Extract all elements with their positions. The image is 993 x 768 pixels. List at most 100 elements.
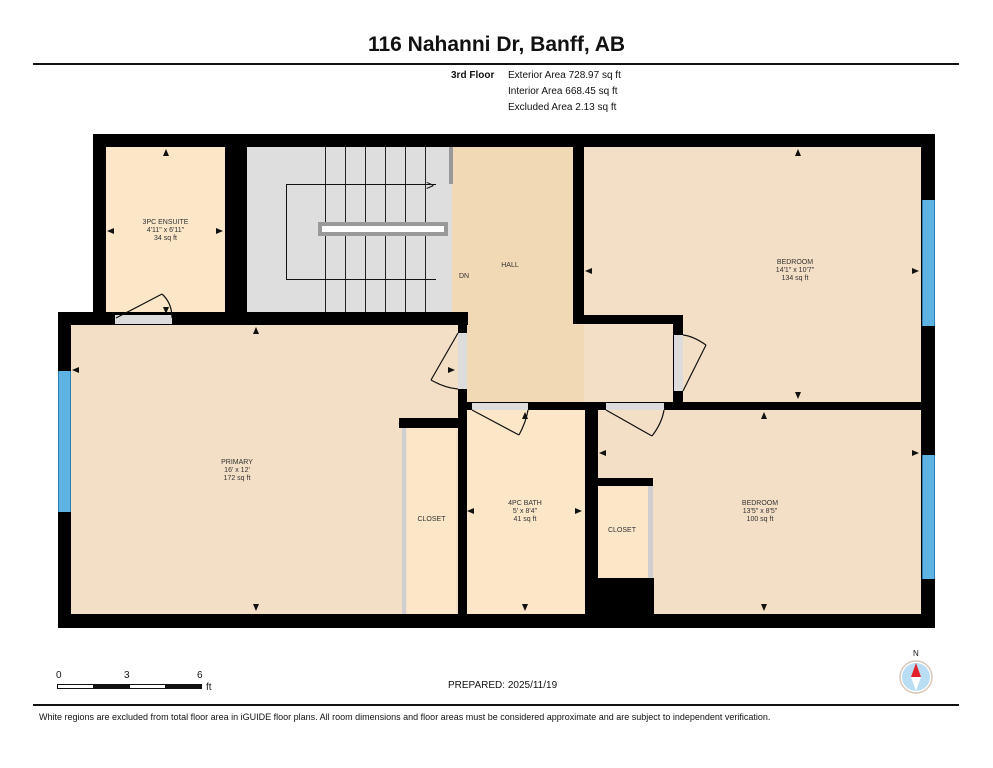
window-bedroom1 [922, 200, 935, 326]
floor-label: 3rd Floor [451, 70, 495, 81]
door-closet1 [402, 428, 406, 614]
wall-closet1-top [399, 418, 459, 428]
stairs-down-label: DN [458, 273, 470, 280]
wall-ensuite-stairs [225, 134, 247, 325]
room-area: 34 sq ft [154, 235, 177, 242]
dimension-arrow-icon [761, 412, 767, 419]
room-area: 134 sq ft [781, 275, 809, 282]
room-label-bath: 4PC BATH 5' x 8'4" 41 sq ft [465, 500, 585, 524]
door-swings [115, 293, 707, 437]
dimension-arrow-icon [72, 367, 79, 373]
room-primary-fill [71, 325, 458, 614]
dimension-arrow-icon [599, 450, 606, 456]
scale-tick-6: 6 [197, 670, 203, 681]
dimension-arrow-icon [448, 367, 455, 373]
floor-plan: > [58, 134, 935, 628]
dimension-arrow-icon [216, 228, 223, 234]
compass-north-label: N [913, 649, 919, 658]
wall-bedroom1-bottom [665, 402, 935, 410]
wall-closet2-bottom [598, 578, 654, 628]
scale-segment [57, 684, 94, 689]
scale-tick-0: 0 [56, 670, 62, 681]
dimension-arrow-icon [585, 268, 592, 274]
dimension-arrow-icon [575, 508, 582, 514]
dimension-arrow-icon [522, 604, 528, 611]
wall-bottom [58, 614, 935, 628]
room-dims: 4'11" x 6'11" [146, 227, 185, 234]
room-name: PRIMARY [221, 459, 253, 466]
wall-left-ensuite [93, 134, 106, 325]
prepared-date: PREPARED: 2025/11/19 [448, 680, 558, 691]
room-label-closet2: CLOSET [598, 527, 646, 535]
wall-closet1-left [399, 418, 407, 426]
dimension-arrow-icon [467, 508, 474, 514]
room-dims: 16' x 12' [224, 467, 250, 474]
dimension-arrow-icon [522, 412, 528, 419]
excluded-area: Excluded Area 2.13 sq ft [508, 102, 617, 113]
wall-hall-primary [458, 312, 467, 614]
compass: N [897, 649, 937, 697]
header-divider [33, 63, 959, 65]
dimension-arrow-icon [795, 149, 801, 156]
stairs-label: DN [452, 273, 476, 281]
stair-handrail-inner [322, 226, 444, 232]
room-name: BEDROOM [741, 500, 779, 507]
door-ensuite [115, 315, 172, 324]
room-name: 4PC BATH [508, 500, 542, 507]
footer-divider [33, 704, 959, 706]
room-closet1-fill [407, 428, 456, 614]
compass-icon [899, 660, 933, 694]
wall-hall-bottom [458, 402, 673, 410]
room-bath-fill [465, 410, 585, 614]
wall-bedroom1-bottom-step [573, 315, 683, 324]
dimension-arrow-icon [163, 149, 169, 156]
dimension-arrow-icon [795, 392, 801, 399]
room-name: 3PC ENSUITE [142, 219, 189, 226]
room-label-bedroom2: BEDROOM 13'5" x 8'5" 100 sq ft [700, 500, 820, 524]
door-bedroom1 [674, 335, 683, 391]
stair-side-rail [449, 147, 453, 184]
door-closet2 [648, 486, 653, 578]
door-bath [472, 403, 528, 410]
dimension-arrow-icon [761, 604, 767, 611]
wall-hall-bedroom1 [573, 134, 584, 322]
room-hall-fill [452, 147, 573, 322]
room-area: 100 sq ft [746, 516, 774, 523]
dimension-arrow-icon [912, 450, 919, 456]
wall-closet2-top [598, 478, 653, 486]
wall-bath-bedroom2 [585, 402, 598, 628]
scale-bar: 0 3 6 ft [56, 670, 226, 694]
room-ensuite-fill [106, 147, 225, 316]
door-bedroom2 [606, 403, 664, 410]
door-primary [458, 333, 467, 389]
room-area: 172 sq ft [223, 475, 251, 482]
room-area: 41 sq ft [513, 516, 537, 523]
dimension-arrow-icon [253, 604, 259, 611]
window-bedroom2 [922, 455, 935, 579]
room-label-bedroom1: BEDROOM 14'1" x 10'7" 134 sq ft [735, 259, 855, 283]
room-label-closet1: CLOSET [407, 516, 456, 524]
scale-segment [93, 684, 130, 689]
stair-direction-path [286, 184, 436, 280]
room-bedroom1-fill [584, 147, 921, 403]
page-title: 116 Nahanni Dr, Banff, AB [367, 33, 626, 56]
room-dims: 13'5" x 8'5" [742, 508, 778, 515]
room-dims: 5' x 8'4" [512, 508, 538, 515]
scale-segment [129, 684, 166, 689]
wall-top [93, 134, 935, 147]
stair-direction-arrow-icon: > [426, 177, 435, 193]
room-label-ensuite: 3PC ENSUITE 4'11" x 6'11" 34 sq ft [106, 219, 225, 243]
window-primary [58, 371, 71, 512]
exterior-area: Exterior Area 728.97 sq ft [508, 70, 621, 81]
room-name: HALL [501, 262, 519, 269]
scale-segment [165, 684, 202, 689]
disclaimer: White regions are excluded from total fl… [39, 712, 771, 722]
scale-tick-3: 3 [124, 670, 130, 681]
room-label-primary: PRIMARY 16' x 12' 172 sq ft [177, 459, 297, 483]
dimension-arrow-icon [163, 307, 169, 314]
dimension-arrow-icon [912, 268, 919, 274]
room-name: BEDROOM [776, 259, 814, 266]
room-name: CLOSET [607, 527, 636, 534]
dimension-arrow-icon [253, 327, 259, 334]
interior-area: Interior Area 668.45 sq ft [508, 86, 618, 97]
